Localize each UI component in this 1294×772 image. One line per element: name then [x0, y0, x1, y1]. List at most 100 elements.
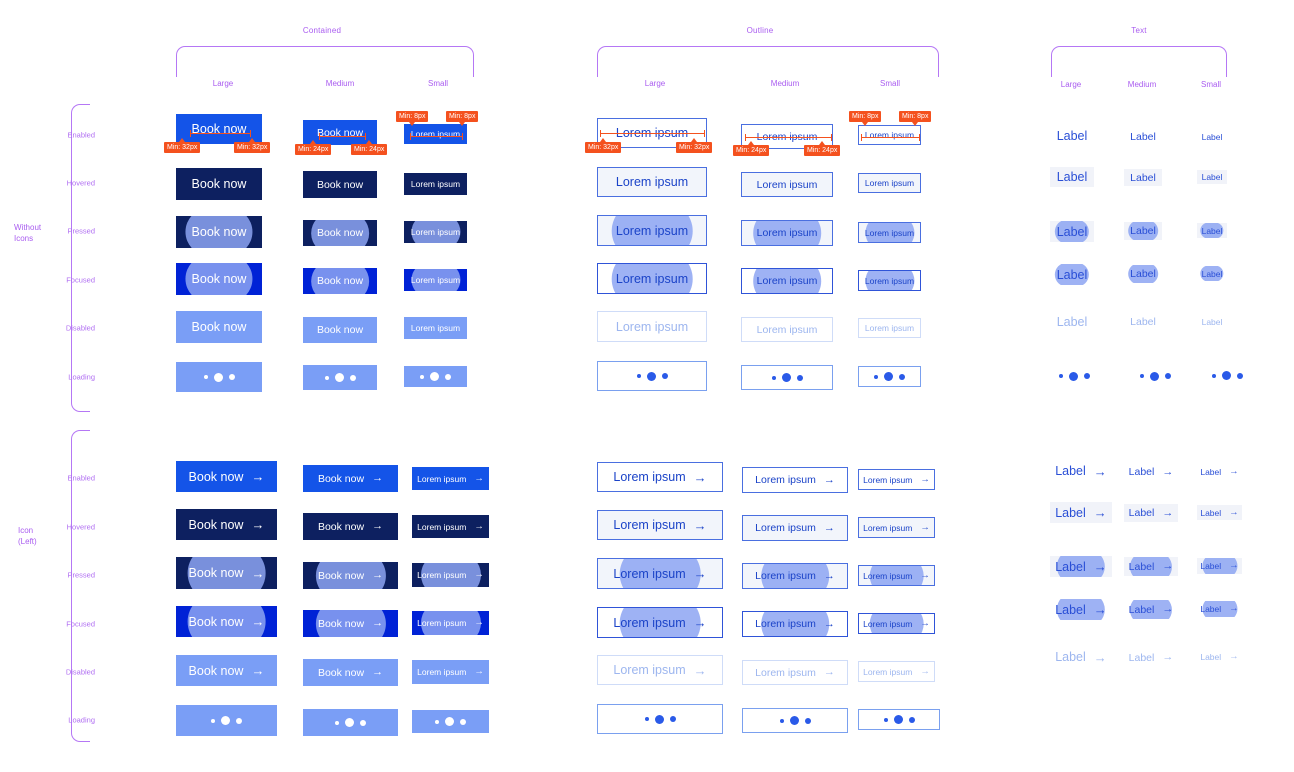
button-icon-left-text-medium-enabled[interactable]: Label→	[1124, 463, 1178, 481]
button-without-icons-contained-large-pressed[interactable]: Book now	[176, 216, 262, 248]
button-without-icons-text-small-loading[interactable]	[1207, 367, 1247, 384]
button-without-icons-text-large-focused[interactable]: Label	[1050, 264, 1094, 285]
button-without-icons-outline-medium-pressed[interactable]: Lorem ipsum	[741, 220, 833, 246]
button-without-icons-text-small-enabled[interactable]: Label	[1197, 130, 1227, 144]
button-icon-left-contained-large-hovered[interactable]: Book now→	[176, 509, 277, 540]
button-icon-left-text-medium-hovered[interactable]: Label→	[1124, 504, 1178, 522]
button-icon-left-text-small-pressed[interactable]: Label→	[1197, 558, 1242, 574]
button-without-icons-contained-medium-disabled[interactable]: Book now	[303, 317, 377, 343]
button-without-icons-contained-large-enabled[interactable]: Book now	[176, 114, 262, 144]
button-without-icons-contained-medium-focused[interactable]: Book now	[303, 268, 377, 294]
button-without-icons-contained-large-loading[interactable]	[176, 362, 262, 392]
button-without-icons-outline-medium-loading[interactable]	[741, 365, 833, 390]
button-icon-left-outline-medium-focused[interactable]: Lorem ipsum→	[742, 611, 848, 637]
button-without-icons-contained-small-disabled[interactable]: Lorem ipsum	[404, 317, 467, 339]
button-without-icons-text-small-focused[interactable]: Label	[1197, 266, 1227, 281]
button-icon-left-outline-large-hovered[interactable]: Lorem ipsum→	[597, 510, 723, 540]
button-icon-left-text-small-hovered[interactable]: Label→	[1197, 505, 1242, 520]
button-without-icons-text-small-pressed[interactable]: Label	[1197, 223, 1227, 238]
button-icon-left-outline-large-pressed[interactable]: Lorem ipsum→	[597, 558, 723, 589]
button-without-icons-outline-medium-enabled[interactable]: Lorem ipsum	[741, 124, 833, 149]
button-icon-left-outline-large-loading[interactable]	[597, 704, 723, 734]
button-icon-left-contained-large-loading[interactable]	[176, 705, 277, 736]
button-icon-left-outline-small-disabled[interactable]: Lorem ipsum→	[858, 661, 935, 682]
button-icon-left-text-large-hovered[interactable]: Label→	[1050, 502, 1112, 523]
button-icon-left-outline-medium-loading[interactable]	[742, 708, 848, 733]
button-icon-left-text-large-pressed[interactable]: Label→	[1050, 556, 1112, 577]
button-icon-left-text-small-disabled[interactable]: Label→	[1197, 650, 1242, 664]
button-without-icons-outline-small-hovered[interactable]: Lorem ipsum	[858, 173, 921, 193]
button-without-icons-text-large-disabled[interactable]: Label	[1050, 313, 1094, 331]
button-icon-left-outline-large-enabled[interactable]: Lorem ipsum→	[597, 462, 723, 492]
button-without-icons-outline-small-focused[interactable]: Lorem ipsum	[858, 270, 921, 291]
button-without-icons-outline-small-disabled[interactable]: Lorem ipsum	[858, 318, 921, 338]
button-icon-left-outline-medium-disabled[interactable]: Lorem ipsum→	[742, 660, 848, 685]
button-icon-left-contained-small-hovered[interactable]: Lorem ipsum→	[412, 515, 489, 538]
button-icon-left-outline-large-focused[interactable]: Lorem ipsum→	[597, 607, 723, 638]
button-without-icons-outline-medium-disabled[interactable]: Lorem ipsum	[741, 317, 833, 342]
button-icon-left-contained-small-enabled[interactable]: Lorem ipsum→	[412, 467, 489, 490]
button-icon-left-outline-small-focused[interactable]: Lorem ipsum→	[858, 613, 935, 634]
button-icon-left-outline-large-disabled[interactable]: Lorem ipsum→	[597, 655, 723, 685]
button-without-icons-outline-medium-focused[interactable]: Lorem ipsum	[741, 268, 833, 294]
button-icon-left-outline-small-hovered[interactable]: Lorem ipsum→	[858, 517, 935, 538]
button-icon-left-contained-large-pressed[interactable]: Book now→	[176, 557, 277, 589]
button-icon-left-contained-small-disabled[interactable]: Lorem ipsum→	[412, 660, 489, 684]
button-icon-left-text-small-enabled[interactable]: Label→	[1197, 464, 1242, 479]
button-without-icons-text-small-disabled[interactable]: Label	[1197, 315, 1227, 328]
button-without-icons-outline-small-enabled[interactable]: Lorem ipsum	[858, 125, 921, 145]
button-icon-left-text-small-focused[interactable]: Label→	[1197, 601, 1242, 617]
button-icon-left-contained-medium-loading[interactable]	[303, 709, 398, 736]
button-without-icons-contained-small-focused[interactable]: Lorem ipsum	[404, 269, 467, 291]
button-icon-left-text-medium-focused[interactable]: Label→	[1124, 600, 1178, 619]
button-without-icons-contained-small-enabled[interactable]: Lorem ipsum	[404, 124, 467, 144]
button-icon-left-text-large-enabled[interactable]: Label→	[1050, 461, 1112, 481]
button-without-icons-text-large-enabled[interactable]: Label	[1050, 126, 1094, 146]
button-without-icons-outline-small-pressed[interactable]: Lorem ipsum	[858, 222, 921, 243]
button-icon-left-contained-medium-disabled[interactable]: Book now→	[303, 659, 398, 686]
button-without-icons-outline-large-pressed[interactable]: Lorem ipsum	[597, 215, 707, 246]
button-without-icons-text-medium-hovered[interactable]: Label	[1124, 169, 1162, 186]
button-icon-left-outline-medium-hovered[interactable]: Lorem ipsum→	[742, 515, 848, 541]
button-icon-left-text-large-disabled[interactable]: Label→	[1050, 648, 1112, 666]
button-without-icons-outline-large-hovered[interactable]: Lorem ipsum	[597, 167, 707, 197]
button-icon-left-outline-small-loading[interactable]	[858, 709, 940, 730]
button-icon-left-contained-large-disabled[interactable]: Book now→	[176, 655, 277, 686]
button-without-icons-contained-medium-loading[interactable]	[303, 365, 377, 390]
button-without-icons-outline-medium-hovered[interactable]: Lorem ipsum	[741, 172, 833, 197]
button-without-icons-contained-large-hovered[interactable]: Book now	[176, 168, 262, 200]
button-icon-left-outline-medium-enabled[interactable]: Lorem ipsum→	[742, 467, 848, 493]
button-without-icons-contained-medium-hovered[interactable]: Book now	[303, 171, 377, 198]
button-without-icons-text-medium-pressed[interactable]: Label	[1124, 222, 1162, 240]
button-without-icons-text-large-loading[interactable]	[1050, 366, 1098, 386]
button-icon-left-contained-small-loading[interactable]	[412, 710, 489, 733]
button-without-icons-contained-medium-pressed[interactable]: Book now	[303, 220, 377, 246]
button-icon-left-text-medium-pressed[interactable]: Label→	[1124, 557, 1178, 576]
button-icon-left-outline-small-pressed[interactable]: Lorem ipsum→	[858, 565, 935, 586]
button-icon-left-contained-medium-hovered[interactable]: Book now→	[303, 513, 398, 540]
button-without-icons-contained-small-loading[interactable]	[404, 366, 467, 387]
button-without-icons-outline-large-focused[interactable]: Lorem ipsum	[597, 263, 707, 294]
button-icon-left-contained-medium-enabled[interactable]: Book now→	[303, 465, 398, 492]
button-icon-left-text-medium-disabled[interactable]: Label→	[1124, 649, 1178, 666]
button-icon-left-contained-small-pressed[interactable]: Lorem ipsum→	[412, 563, 489, 587]
button-icon-left-outline-medium-pressed[interactable]: Lorem ipsum→	[742, 563, 848, 589]
button-icon-left-contained-medium-pressed[interactable]: Book now→	[303, 562, 398, 589]
button-without-icons-text-medium-loading[interactable]	[1133, 367, 1177, 385]
button-without-icons-text-small-hovered[interactable]: Label	[1197, 170, 1227, 184]
button-without-icons-text-medium-focused[interactable]: Label	[1124, 265, 1162, 283]
button-icon-left-contained-large-focused[interactable]: Book now→	[176, 606, 277, 637]
button-without-icons-outline-large-loading[interactable]	[597, 361, 707, 391]
button-without-icons-outline-large-disabled[interactable]: Lorem ipsum	[597, 311, 707, 342]
button-without-icons-contained-small-pressed[interactable]: Lorem ipsum	[404, 221, 467, 243]
button-icon-left-contained-medium-focused[interactable]: Book now→	[303, 610, 398, 637]
button-icon-left-text-large-focused[interactable]: Label→	[1050, 599, 1112, 620]
button-icon-left-contained-small-focused[interactable]: Lorem ipsum→	[412, 611, 489, 635]
button-without-icons-text-medium-enabled[interactable]: Label	[1124, 128, 1162, 145]
button-without-icons-text-medium-disabled[interactable]: Label	[1124, 314, 1162, 330]
button-without-icons-contained-small-hovered[interactable]: Lorem ipsum	[404, 173, 467, 195]
button-icon-left-outline-small-enabled[interactable]: Lorem ipsum→	[858, 469, 935, 490]
button-without-icons-text-large-hovered[interactable]: Label	[1050, 167, 1094, 187]
button-without-icons-text-large-pressed[interactable]: Label	[1050, 221, 1094, 242]
button-without-icons-contained-large-disabled[interactable]: Book now	[176, 311, 262, 343]
